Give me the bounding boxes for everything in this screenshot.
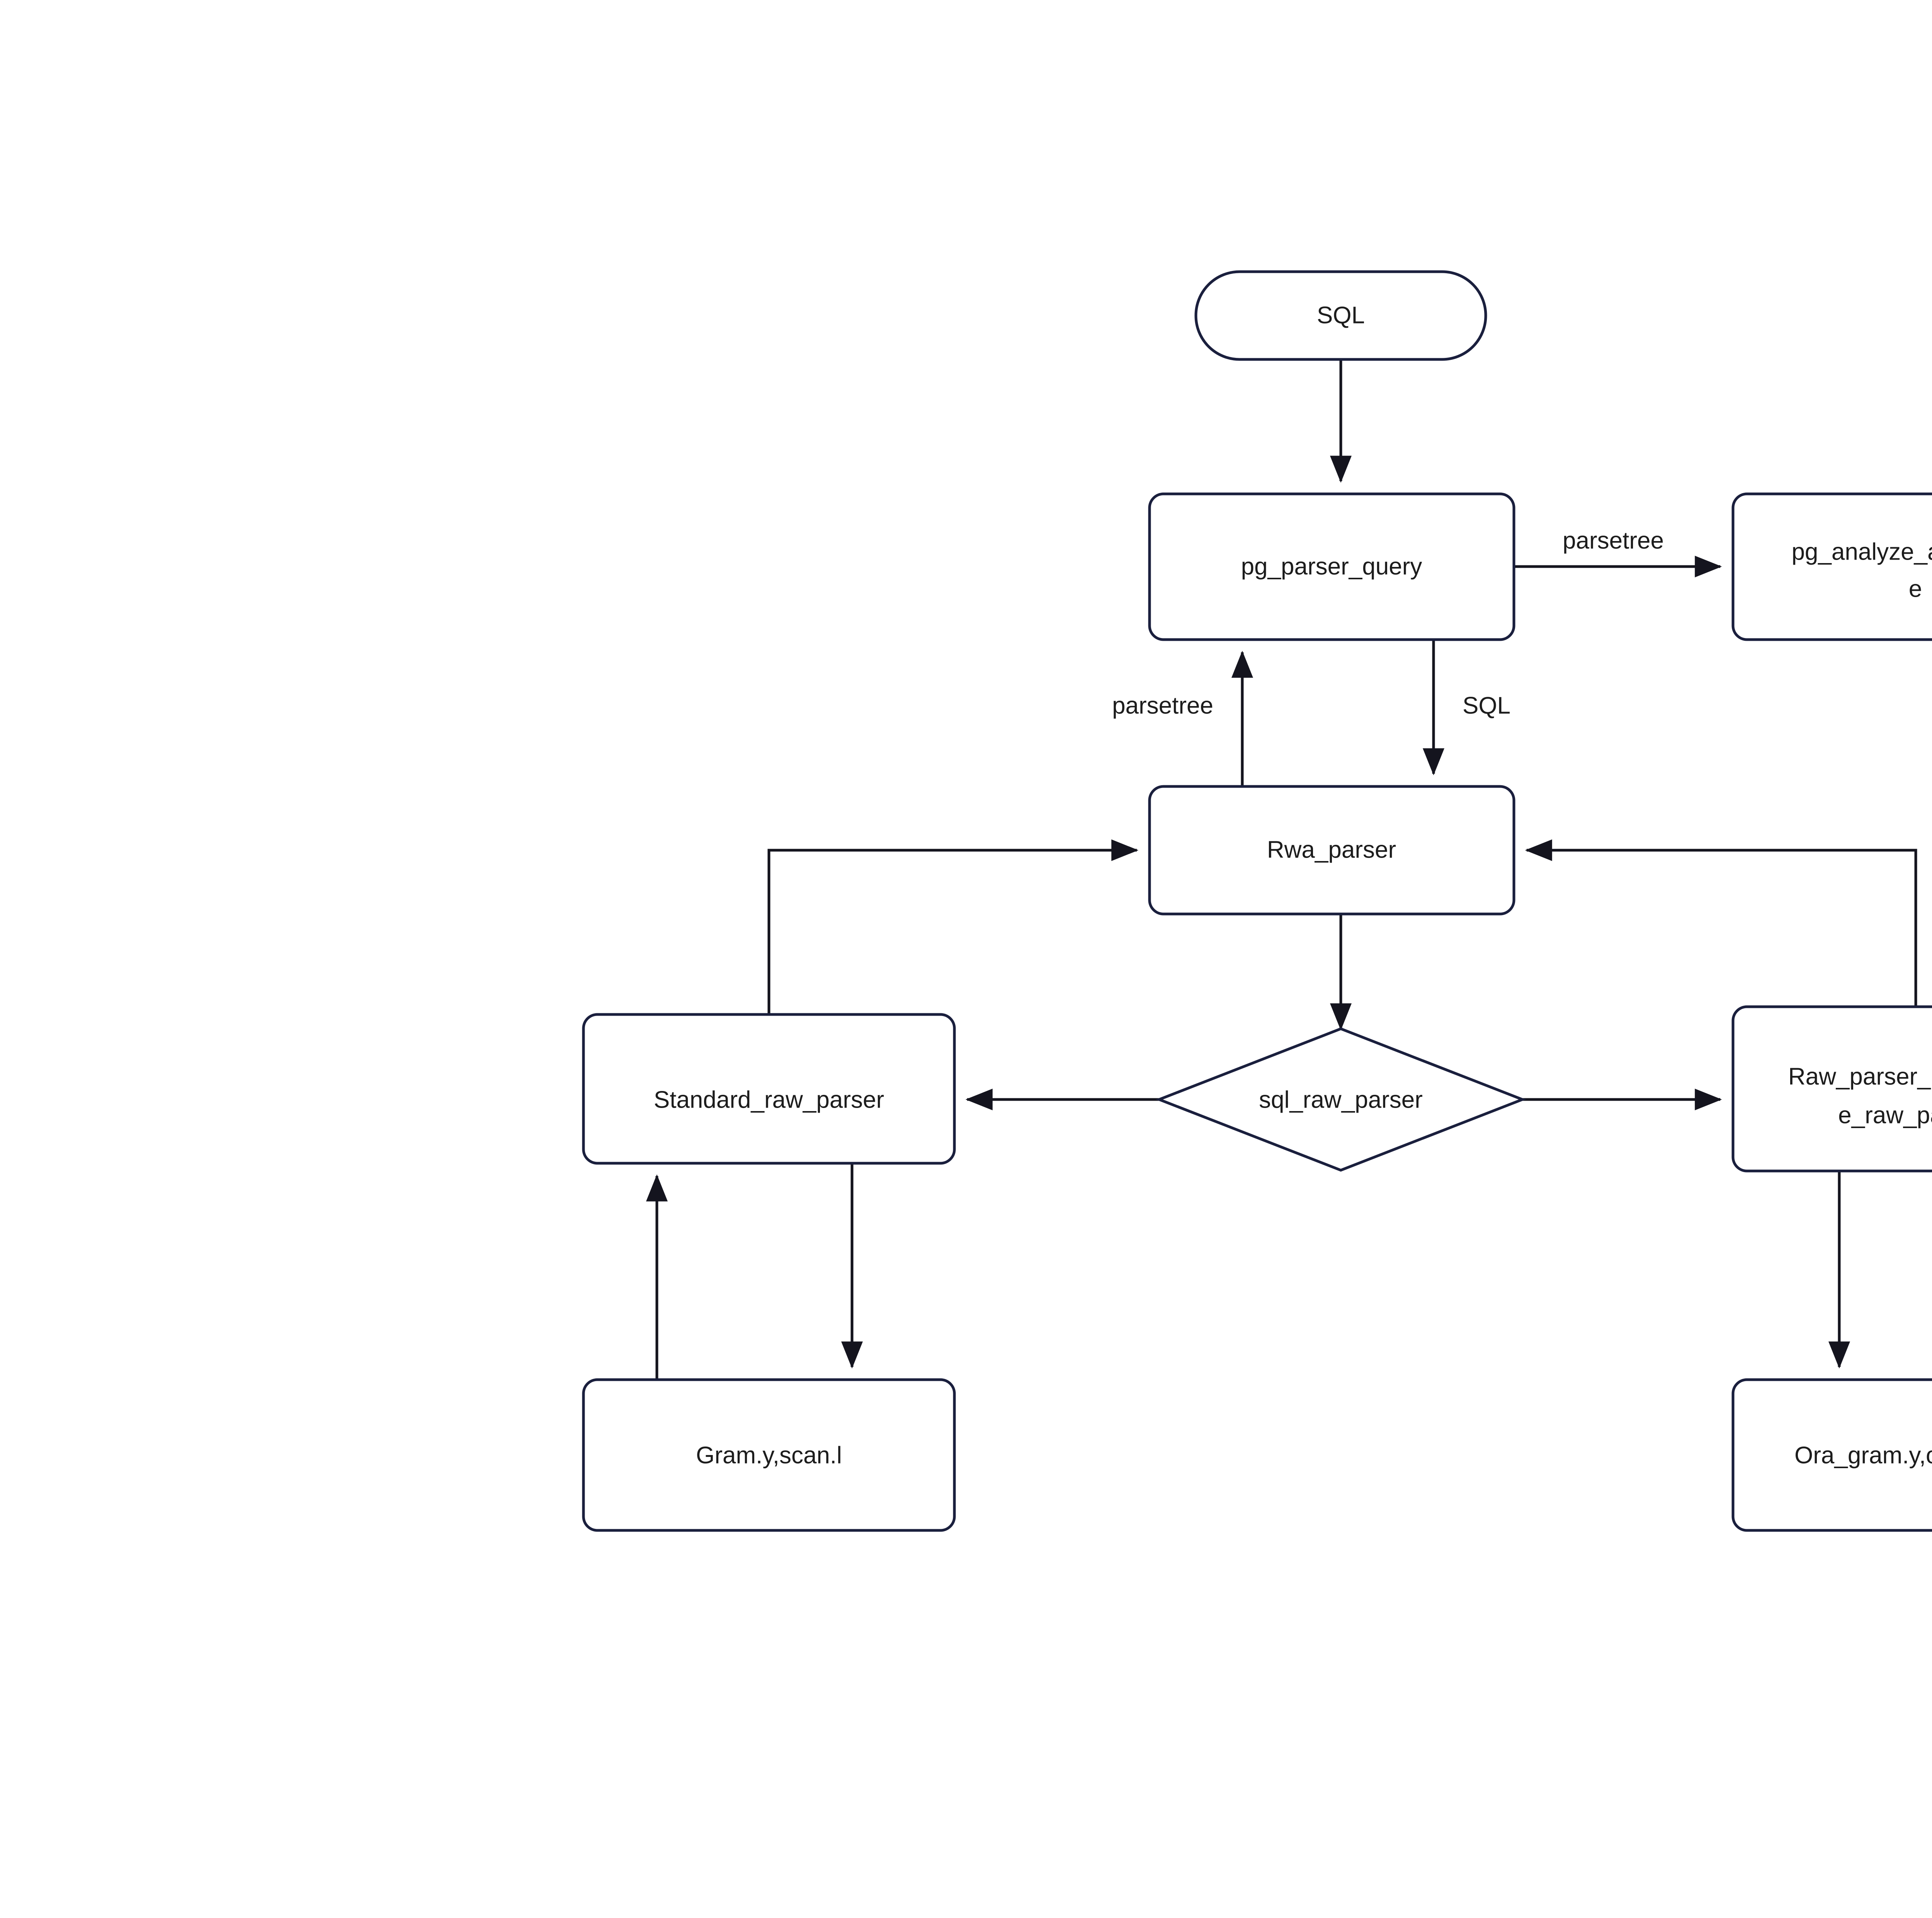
node-pg-analyze-and-rewrite[interactable]: pg_analyze_and_rewrit e [1731, 492, 1932, 641]
edge-raw-parser-hook-to-rwa-parser [1525, 839, 1917, 1007]
node-pg-parser-query-label: pg_parser_query [1241, 553, 1422, 580]
node-pg-analyze-and-rewrite-label-line2: e [1909, 575, 1922, 602]
node-gram-scan[interactable]: Gram.y,scan.l [582, 1378, 956, 1532]
node-standard-raw-parser-label: Standard_raw_parser [654, 1086, 884, 1113]
node-ora-gram-scan-label: Ora_gram.y,ora_scan.l [1794, 1442, 1932, 1469]
node-rwa-parser-label: Rwa_parser [1267, 836, 1396, 863]
node-gram-scan-label: Gram.y,scan.l [696, 1442, 842, 1469]
node-pg-analyze-and-rewrite-label-line1: pg_analyze_and_rewrit [1791, 538, 1932, 565]
node-raw-parser-hook-label-line1: Raw_parser_hook(oracl [1788, 1063, 1932, 1090]
node-pg-parser-query[interactable]: pg_parser_query [1148, 492, 1515, 641]
node-pg-parser-query-shape [1148, 492, 1515, 641]
edge-label-parsetree-up: parsetree [1112, 692, 1213, 719]
node-sql-input-shape [1194, 270, 1487, 361]
node-standard-raw-parser-shape [582, 1013, 956, 1165]
node-ora-gram-scan[interactable]: Ora_gram.y,ora_scan.l [1731, 1378, 1932, 1532]
node-rwa-parser[interactable]: Rwa_parser [1148, 785, 1515, 916]
node-standard-raw-parser[interactable]: Standard_raw_parser [582, 1013, 956, 1165]
node-rwa-parser-shape [1148, 785, 1515, 916]
node-pg-analyze-and-rewrite-shape [1731, 492, 1932, 641]
edge-label-parsetree-to-analyze: parsetree [1563, 527, 1664, 554]
edge-label-sql-down: SQL [1463, 692, 1510, 719]
node-sql-input-label: SQL [1317, 302, 1365, 328]
node-ora-gram-scan-shape [1731, 1378, 1932, 1532]
node-raw-parser-hook[interactable]: Raw_parser_hook(oracl e_raw_parser) [1731, 1005, 1932, 1173]
edge-standard-raw-parser-to-rwa-parser [767, 839, 1139, 1014]
node-raw-parser-hook-shape [1731, 1005, 1932, 1173]
node-sql-raw-parser[interactable]: sql_raw_parser [1155, 1027, 1526, 1172]
node-raw-parser-hook-label-line2: e_raw_parser) [1838, 1102, 1932, 1128]
node-sql-input[interactable]: SQL [1194, 270, 1487, 361]
node-sql-raw-parser-shape [1155, 1027, 1526, 1172]
node-sql-raw-parser-label: sql_raw_parser [1259, 1086, 1423, 1113]
node-gram-scan-shape [582, 1378, 956, 1532]
